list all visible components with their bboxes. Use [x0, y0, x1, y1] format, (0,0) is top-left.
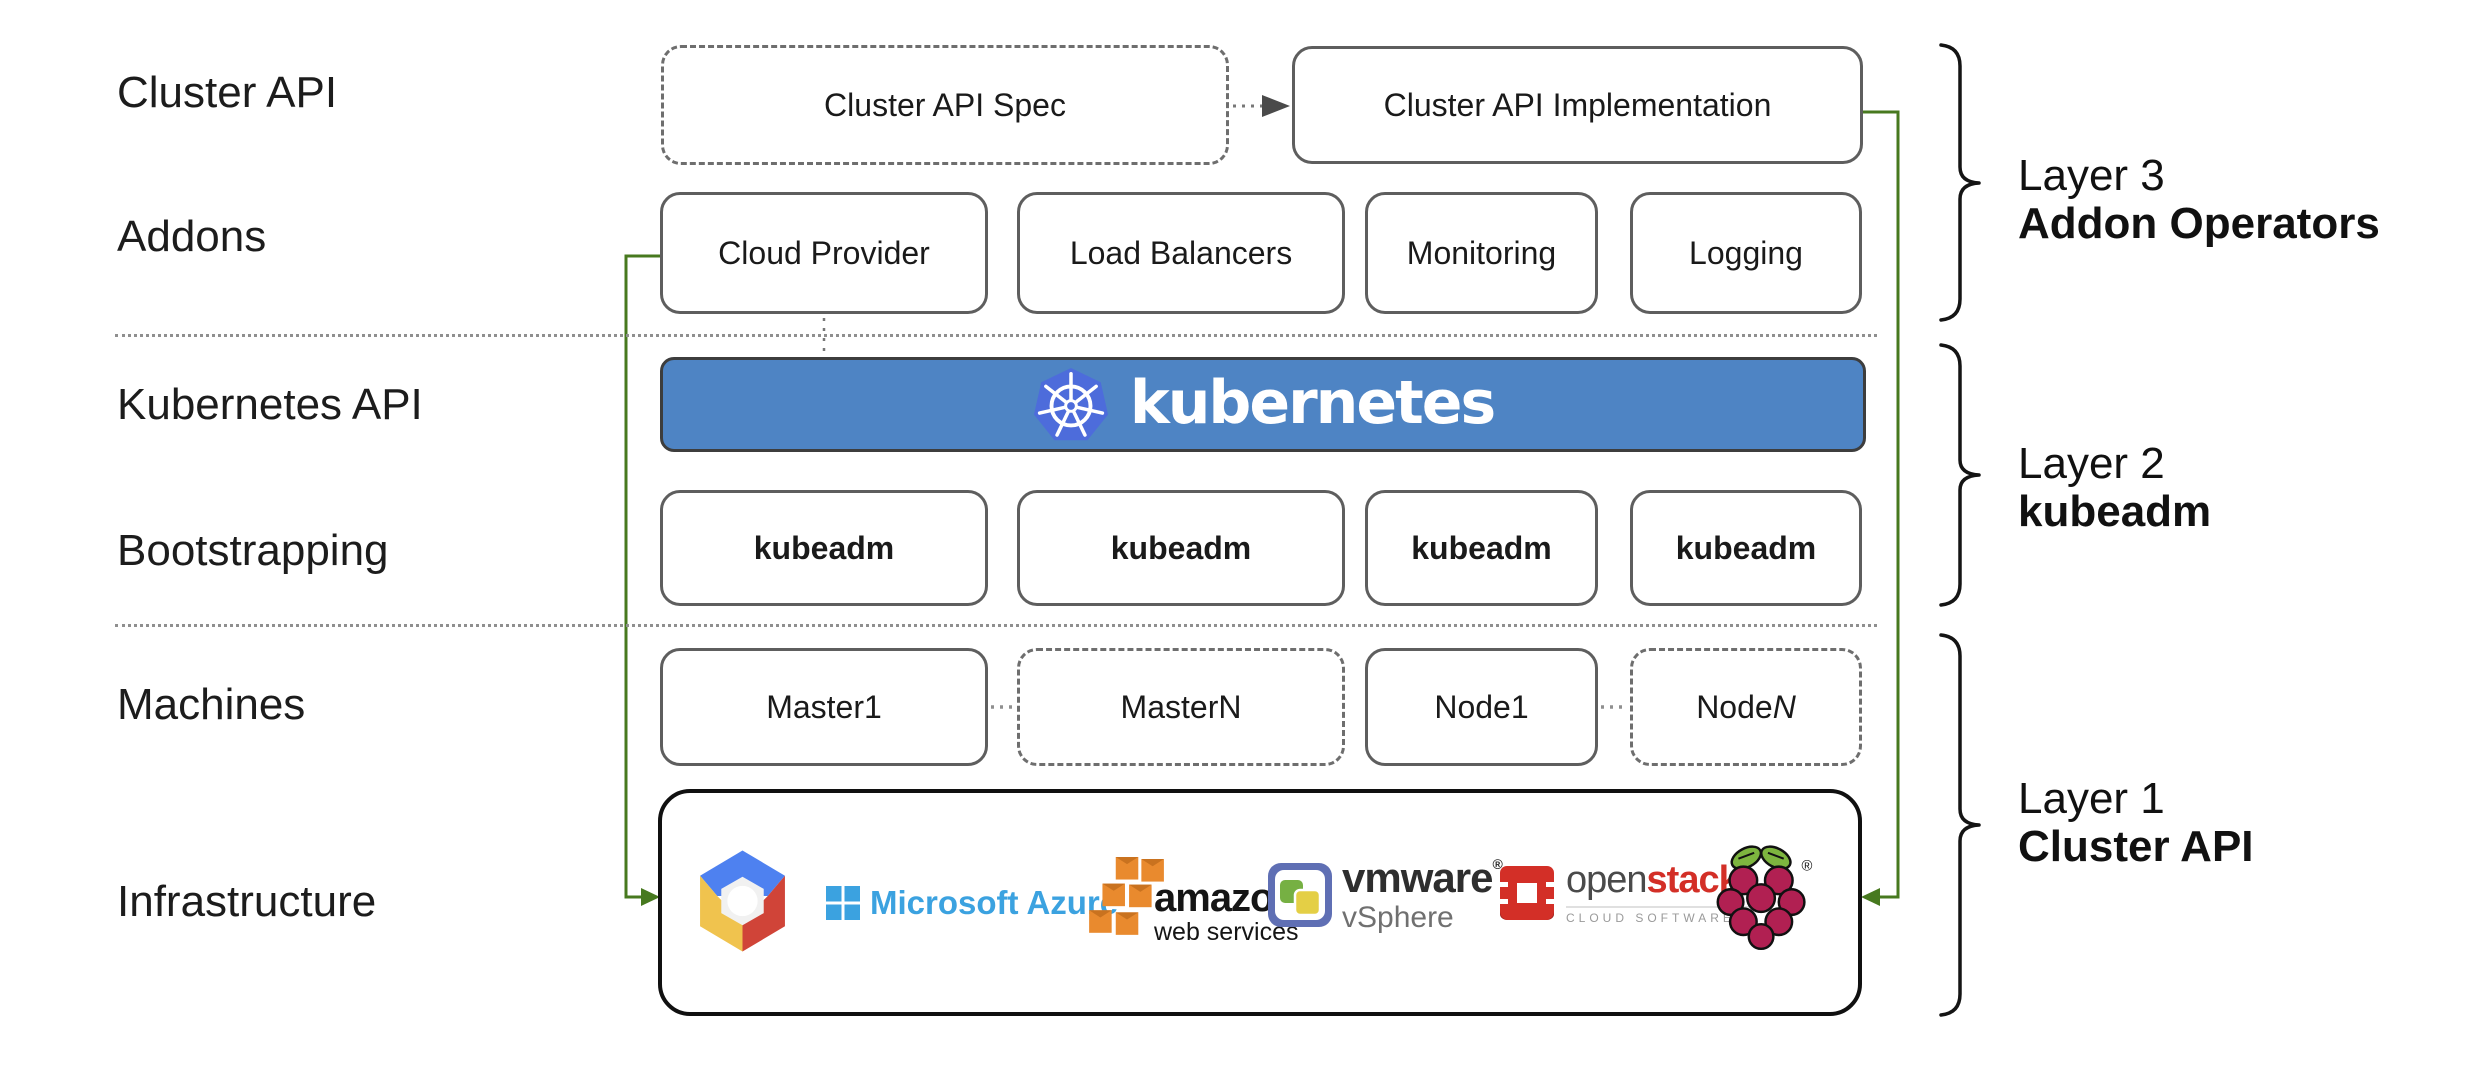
- addon-label: Cloud Provider: [718, 234, 930, 271]
- openstack-tagline: CLOUD SOFTWARE: [1566, 906, 1751, 924]
- machine-label-suffix: N: [1218, 688, 1242, 725]
- openstack-logo: openstack™ CLOUD SOFTWARE: [1500, 861, 1752, 924]
- raspberry-pi-icon: ®: [1716, 845, 1812, 951]
- layer2-label: Layer 2 kubeadm: [2018, 440, 2211, 536]
- addon-label: Monitoring: [1406, 234, 1557, 271]
- openstack-label: openstack™: [1566, 861, 1752, 899]
- layer1-label: Layer 1 Cluster API: [2018, 775, 2254, 871]
- aws-cubes-icon: [1089, 856, 1164, 935]
- vmware-icon: [1268, 863, 1332, 927]
- kubernetes-banner: kubernetes: [660, 357, 1866, 452]
- kubeadm-box-3: kubeadm: [1365, 490, 1598, 606]
- kubeadm-box-4: kubeadm: [1630, 490, 1862, 606]
- kubeadm-label: kubeadm: [1110, 529, 1252, 566]
- azure-label: Microsoft Azure: [870, 884, 1119, 921]
- addon-box-monitoring: Monitoring: [1365, 192, 1598, 314]
- machine-label: Master: [766, 688, 864, 725]
- kubeadm-label: kubeadm: [753, 529, 895, 566]
- addon-label: Load Balancers: [1069, 234, 1293, 271]
- kubeadm-label: kubeadm: [1675, 529, 1817, 566]
- addon-box-cloud-provider: Cloud Provider: [660, 192, 988, 314]
- separator-bootstrapping-machines: [115, 624, 1877, 627]
- layer1-brace: [1939, 633, 1981, 1017]
- spec-to-impl-arrow: [1233, 95, 1290, 117]
- layer3-subtitle: Addon Operators: [2018, 199, 2380, 248]
- machine-label: Master: [1120, 688, 1219, 725]
- row-label-infrastructure: Infrastructure: [117, 877, 377, 926]
- vmware-vsphere-logo: vmware® vSphere: [1268, 854, 1503, 934]
- addon-box-logging: Logging: [1630, 192, 1862, 314]
- cloudprovider-to-infra-green-arrow: [624, 254, 660, 906]
- layer2-title: Layer 2: [2018, 439, 2165, 488]
- raspberry-registered-mark: ®: [1801, 859, 1812, 875]
- layer3-label: Layer 3 Addon Operators: [2018, 152, 2380, 248]
- kubernetes-wordmark: kubernetes: [1129, 367, 1496, 438]
- machine-box-master-1: Master 1: [660, 648, 988, 766]
- layer3-title: Layer 3: [2018, 151, 2165, 200]
- cluster-api-implementation-label: Cluster API Implementation: [1383, 86, 1772, 123]
- machine-label-suffix: N: [1772, 688, 1796, 725]
- aws-logo: amazon web services: [1084, 852, 1299, 945]
- row-label-addons: Addons: [117, 212, 267, 261]
- machine-box-master-n: Master N: [1017, 648, 1345, 766]
- cluster-api-spec-box: Cluster API Spec: [661, 45, 1229, 165]
- row-label-kubernetes-api: Kubernetes API: [117, 380, 423, 429]
- google-cloud-logo: [694, 848, 791, 954]
- machine-label: Node: [1696, 688, 1773, 725]
- row-label-machines: Machines: [117, 680, 306, 729]
- machine-label: Node: [1434, 688, 1511, 725]
- layer3-brace: [1939, 43, 1981, 322]
- microsoft-azure-logo: Microsoft Azure: [826, 884, 1118, 922]
- machine-label-suffix: 1: [1510, 688, 1529, 725]
- vmware-registered-mark: ®: [1492, 856, 1502, 872]
- kubeadm-box-1: kubeadm: [660, 490, 988, 606]
- kubeadm-box-2: kubeadm: [1017, 490, 1345, 606]
- layer1-subtitle: Cluster API: [2018, 822, 2254, 871]
- layer2-brace: [1939, 343, 1981, 607]
- separator-addons-kubernetes: [115, 334, 1877, 337]
- machine-box-node-n: Node N: [1630, 648, 1862, 766]
- addon-box-load-balancers: Load Balancers: [1017, 192, 1345, 314]
- addon-label: Logging: [1689, 234, 1803, 271]
- kubernetes-helm-icon: [1033, 367, 1108, 440]
- cluster-api-spec-label: Cluster API Spec: [824, 86, 1066, 123]
- google-cloud-icon: [700, 850, 785, 952]
- azure-window-icon: [826, 886, 860, 920]
- vsphere-label: vSphere: [1342, 901, 1454, 934]
- layer2-subtitle: kubeadm: [2018, 487, 2212, 536]
- raspberry-pi-logo: ®: [1716, 841, 1816, 969]
- vmware-label: vmware®: [1342, 854, 1503, 901]
- infrastructure-box: [658, 789, 1862, 1016]
- machine-label-suffix: 1: [864, 688, 882, 725]
- machine-box-node-1: Node 1: [1365, 648, 1598, 766]
- impl-to-infra-green-arrow: [1861, 110, 1900, 906]
- openstack-icon: [1500, 865, 1554, 920]
- layer1-title: Layer 1: [2018, 774, 2165, 823]
- row-label-cluster-api: Cluster API: [117, 68, 338, 117]
- cluster-api-implementation-box: Cluster API Implementation: [1292, 46, 1863, 164]
- kubeadm-label: kubeadm: [1411, 529, 1552, 566]
- row-label-bootstrapping: Bootstrapping: [117, 526, 389, 575]
